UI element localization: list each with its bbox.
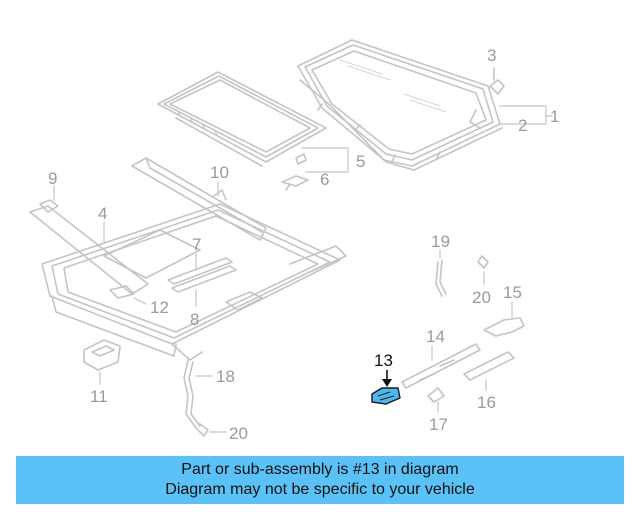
slide-rails — [167, 257, 237, 293]
callout-20-lower: 20 — [229, 424, 248, 443]
parts-diagram: 1 2 3 4 5 6 7 8 9 10 11 12 13 14 15 16 1… — [29, 39, 559, 443]
glass-panel-assembly — [297, 39, 503, 171]
clip-20-upper — [477, 255, 489, 269]
callout-20-upper: 20 — [472, 288, 491, 307]
callout-3: 3 — [487, 46, 496, 65]
leader-lines — [53, 105, 553, 433]
callout-10: 10 — [210, 163, 229, 182]
callout-19: 19 — [431, 232, 450, 251]
callout-12: 12 — [150, 298, 169, 317]
callout-16: 16 — [477, 393, 496, 412]
callout-9: 9 — [48, 169, 57, 188]
highlighted-part-13 — [371, 370, 401, 405]
callout-14: 14 — [426, 327, 445, 346]
callout-labels: 1 2 3 4 5 6 7 8 9 10 11 12 13 14 15 16 1… — [48, 46, 559, 443]
front-rail — [131, 157, 267, 241]
sunshade-panel — [157, 71, 327, 167]
part-12 — [109, 285, 135, 299]
cable-rail-14 — [401, 343, 481, 389]
part-17 — [427, 387, 445, 403]
callout-4: 4 — [98, 204, 107, 223]
part-5-6-hardware — [281, 153, 309, 191]
info-banner: Part or sub-assembly is #13 in diagram D… — [16, 456, 624, 504]
callout-18: 18 — [216, 367, 235, 386]
callout-2: 2 — [518, 116, 527, 135]
clip-part-3 — [489, 67, 505, 95]
callout-15: 15 — [503, 283, 522, 302]
hose-19 — [435, 259, 447, 297]
callout-17: 17 — [429, 415, 448, 434]
callout-1: 1 — [550, 107, 559, 126]
callout-11: 11 — [90, 387, 108, 406]
switch-part-11 — [83, 339, 121, 371]
sunroof-frame — [29, 203, 347, 361]
callout-7: 7 — [192, 235, 201, 254]
drain-hose-18 — [183, 359, 209, 437]
part-9-clip — [39, 199, 59, 213]
part-16 — [463, 351, 515, 381]
bracket-15 — [483, 317, 525, 337]
callout-5: 5 — [356, 152, 365, 171]
callout-8: 8 — [190, 310, 199, 329]
callout-13: 13 — [374, 351, 393, 370]
banner-line-1: Part or sub-assembly is #13 in diagram — [181, 461, 459, 478]
callout-6: 6 — [320, 170, 329, 189]
banner-line-2: Diagram may not be specific to your vehi… — [165, 481, 475, 498]
